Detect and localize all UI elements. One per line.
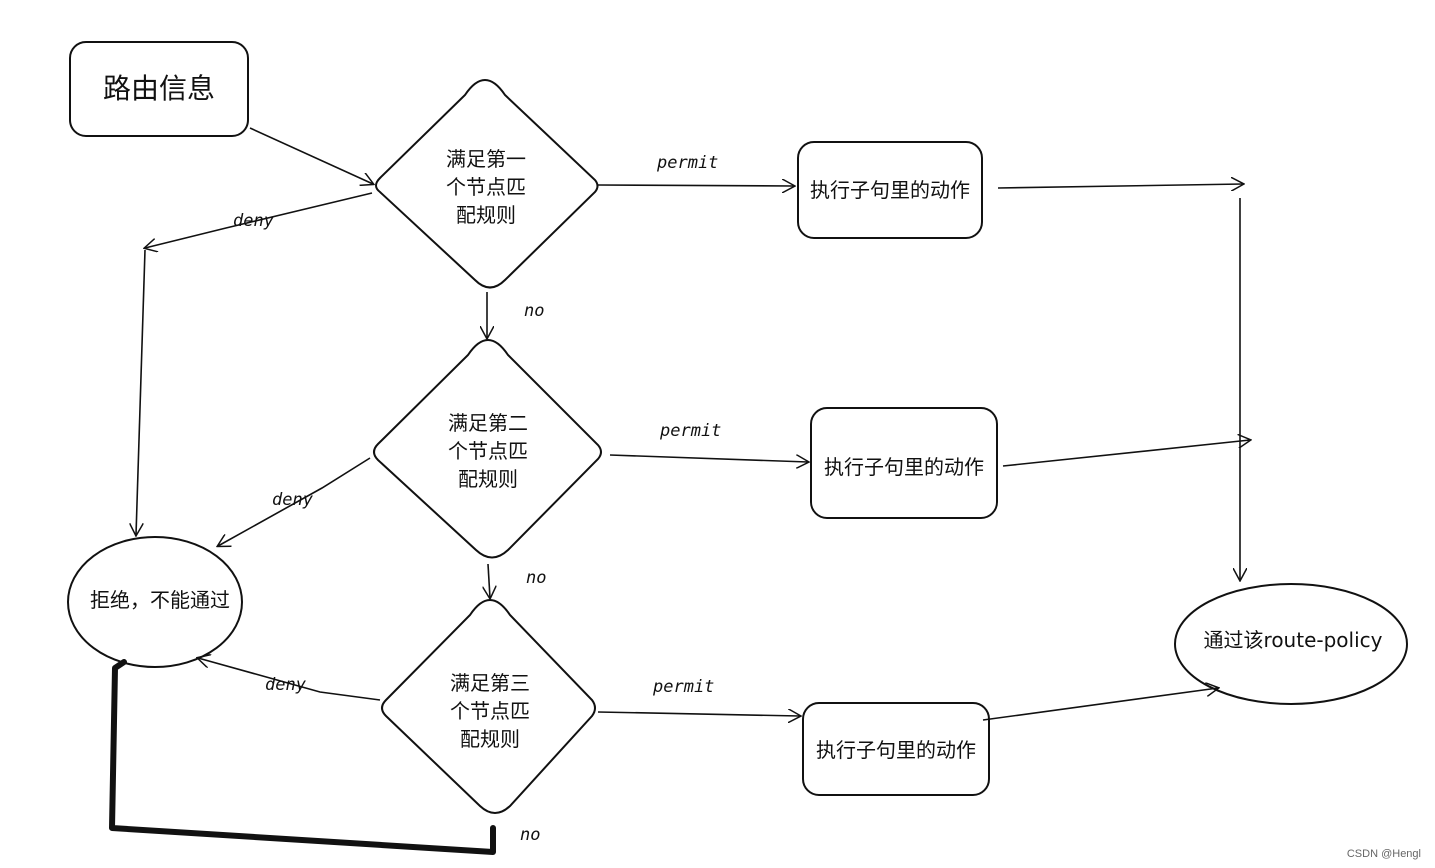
decision-3-line-1: 满足第三 (450, 671, 530, 695)
decision-2-line-3: 配规则 (458, 467, 518, 491)
edge-label-deny-2: deny (272, 490, 314, 510)
edge-permit-1 (597, 185, 794, 186)
edge-label-no-3: no (520, 825, 540, 845)
edge-label-permit-3: permit (652, 677, 714, 697)
action-node-3: 执行子句里的动作 (802, 702, 990, 796)
watermark: CSDN @Hengl (1346, 848, 1421, 860)
edge-deny-3 (198, 658, 381, 701)
deny-node: 拒绝，不能通过 (67, 536, 243, 668)
action-1-label: 执行子句里的动作 (810, 178, 970, 202)
action-node-2: 执行子句里的动作 (810, 407, 998, 519)
edge-label-permit-2: permit (659, 421, 721, 441)
decision-node-2: 满足第二 个节点匹 配规则 (373, 338, 602, 559)
edge-deny-2 (218, 457, 371, 546)
route-info-label: 路由信息 (103, 72, 215, 105)
edge-permit-2 (609, 454, 808, 462)
decision-2-line-1: 满足第二 (448, 411, 528, 435)
edge-label-deny-3: deny (265, 675, 307, 695)
edge-start-to-decision-1 (249, 127, 373, 184)
decision-node-3: 满足第三 个节点匹 配规则 (381, 598, 596, 814)
edge-label-no-1: no (524, 301, 544, 321)
pass-node-label: 通过该route-policy (1204, 628, 1383, 652)
edge-no-2 (488, 563, 490, 598)
decision-1-line-3: 配规则 (456, 203, 516, 227)
deny-node-label: 拒绝，不能通过 (90, 588, 230, 612)
edge-deny-1 (145, 192, 373, 248)
edge-action-2-out (1002, 440, 1250, 467)
edge-label-no-2: no (526, 568, 546, 588)
pass-node: 通过该route-policy (1174, 583, 1408, 705)
decision-3-line-3: 配规则 (460, 727, 520, 751)
edge-action-3-out (982, 688, 1218, 721)
decision-1-line-1: 满足第一 (446, 147, 526, 171)
route-info-node: 路由信息 (69, 41, 249, 137)
decision-2-line-2: 个节点匹 (448, 439, 528, 463)
action-3-label: 执行子句里的动作 (816, 738, 976, 762)
edge-no-3-loop (109, 659, 496, 855)
decision-3-line-2: 个节点匹 (450, 699, 530, 723)
edge-label-deny-1: deny (233, 211, 275, 231)
edge-deny-1-down (136, 249, 146, 535)
action-node-1: 执行子句里的动作 (797, 141, 983, 239)
action-2-label: 执行子句里的动作 (824, 455, 984, 479)
edge-permit-3 (597, 712, 800, 716)
edge-label-permit-1: permit (656, 153, 718, 173)
decision-node-1: 满足第一 个节点匹 配规则 (375, 78, 599, 289)
decision-1-line-2: 个节点匹 (446, 175, 526, 199)
edge-action-1-out (997, 184, 1243, 188)
